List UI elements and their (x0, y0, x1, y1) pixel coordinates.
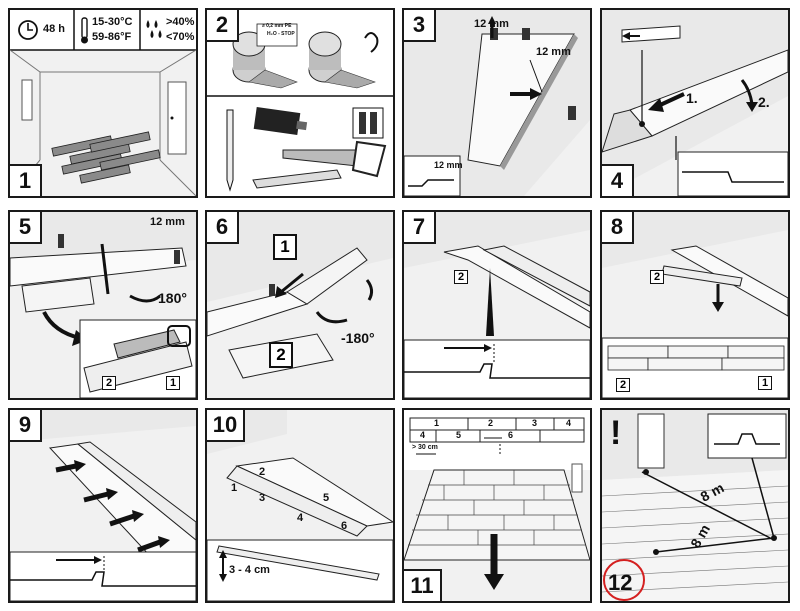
clock-icon (18, 20, 38, 40)
row1-board-3: 3 (532, 418, 538, 428)
row1-board-1: 1 (434, 418, 440, 428)
step-9-panel: 9 (8, 408, 198, 603)
step-number: 3 (404, 10, 436, 42)
row-assembly-order-illustration (207, 410, 393, 601)
step-11-panel: 1 2 3 4 4 5 6 > 30 cm 11 (402, 408, 592, 603)
wall-gap-label: 12 mm (150, 216, 185, 228)
step-number: 2 (207, 10, 239, 42)
step-number: 8 (602, 212, 634, 244)
board-2-tag: 2 (454, 270, 468, 284)
second-row-start-illustration (404, 212, 590, 398)
board-2-tag: 2 (650, 270, 664, 284)
min-offset-label: > 30 cm (412, 444, 438, 451)
lower-board-illustration (602, 212, 788, 398)
row2-board-5: 5 (456, 430, 462, 440)
board-2-left-tag: 2 (616, 378, 630, 392)
warning-mark: ! (610, 414, 622, 452)
row2-board-6: 6 (508, 430, 514, 440)
step-5-panel: 12 mm 180° 2 1 5 (8, 210, 198, 400)
step-8-panel: 2 2 1 8 (600, 210, 790, 400)
order-2-label: 2 (259, 466, 266, 478)
order-4-label: 4 (297, 512, 304, 524)
side-gap-label: 12 mm (536, 46, 571, 58)
row1-board-2: 2 (488, 418, 494, 428)
step-number: 9 (10, 410, 42, 442)
step-number: 7 (404, 212, 436, 244)
step-4-panel: 1. 2. 4 (600, 8, 790, 198)
first-row-spacing-illustration (404, 10, 590, 196)
order-5-label: 5 (323, 492, 330, 504)
step-6-panel: 1 -180° 2 6 (205, 210, 395, 400)
acclimatize-time: 48 h (43, 23, 66, 35)
board-2-tag: 2 (269, 342, 293, 368)
angle-click-illustration (602, 10, 788, 196)
row2-board-4: 4 (420, 430, 426, 440)
step-number: 10 (207, 410, 245, 442)
humidity-max: <70% (166, 31, 195, 43)
board-1-right-tag: 1 (758, 376, 772, 390)
order-3-label: 3 (259, 492, 266, 504)
highlight-circle (603, 559, 645, 601)
step-10-panel: 1 2 3 4 5 6 3 - 4 cm 10 (205, 408, 395, 603)
step-arrow-two-label: 2. (758, 94, 770, 110)
step-1-panel: 48 h 15-30°C 59-86°F >40% <70% 1 (8, 8, 198, 198)
board-1-tag: 1 (166, 376, 180, 390)
step-12-panel: ! 8 m 8 m 12 (600, 408, 790, 603)
acclimatize-room-illustration (10, 10, 196, 196)
step-3-panel: 12 mm 12 mm 12 mm 3 (402, 8, 592, 198)
temperature-celsius: 15-30°C (92, 16, 133, 28)
detail-gap-label: 12 mm (434, 160, 463, 170)
lift-height-label: 3 - 4 cm (229, 564, 270, 576)
step-number: 12 (608, 570, 633, 595)
expansion-joint-illustration (602, 410, 788, 601)
step-number: 6 (207, 212, 239, 244)
order-6-label: 6 (341, 520, 348, 532)
step-7-panel: 2 7 (402, 210, 592, 400)
step-number: 5 (10, 212, 42, 244)
board-2-tag: 2 (102, 376, 116, 390)
row1-board-4: 4 (566, 418, 572, 428)
pe-foil-label: ≥ 0,2 mm PE (262, 23, 292, 29)
step-2-panel: ≥ 0,2 mm PE H₂O - STOP 2 (205, 8, 395, 198)
board-1-tag: 1 (273, 234, 297, 260)
step-number: 4 (602, 164, 634, 196)
rotate-minus-180-label: -180° (341, 330, 375, 346)
top-gap-label: 12 mm (474, 18, 509, 30)
rotate-180-label: 180° (158, 290, 187, 306)
stagger-pattern-illustration (404, 410, 590, 590)
temperature-fahrenheit: 59-86°F (92, 31, 132, 43)
step-number: 1 (10, 164, 42, 196)
moisture-stop-label: H₂O - STOP (267, 31, 295, 37)
push-row-illustration (10, 410, 196, 601)
step-number: 11 (404, 569, 442, 601)
order-1-label: 1 (231, 482, 238, 494)
step-arrow-one-label: 1. (686, 90, 698, 106)
humidity-min: >40% (166, 16, 195, 28)
ear-icon (364, 32, 379, 53)
